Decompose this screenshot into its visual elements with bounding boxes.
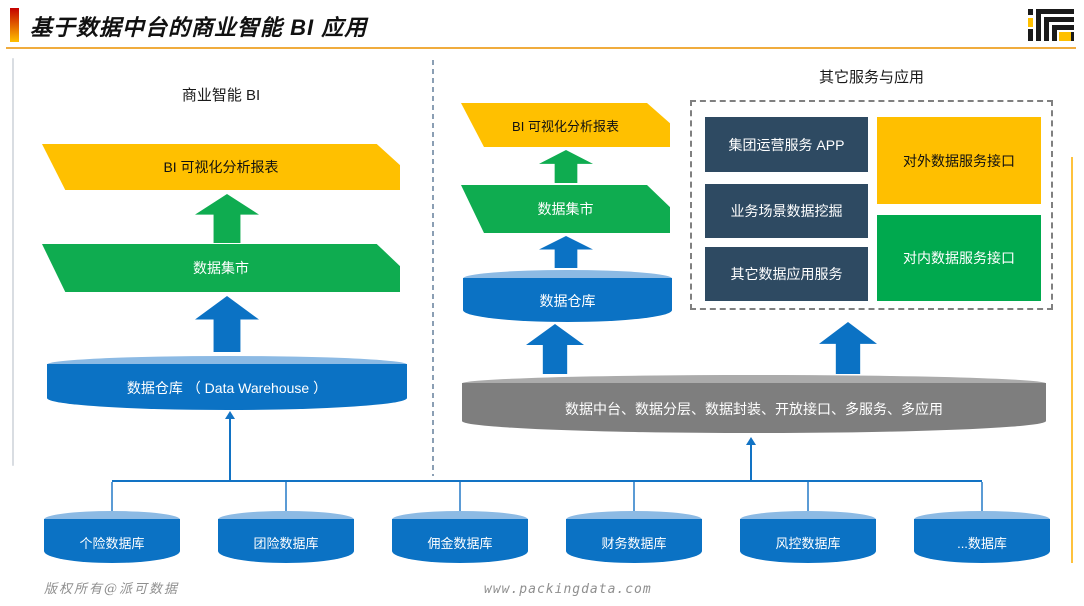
bi-mart-banner: 数据集市 — [42, 244, 400, 292]
external-api-box: 对外数据服务接口 — [877, 117, 1041, 204]
bus-drop-line — [285, 482, 287, 512]
arrow-up-blue-mid — [539, 236, 593, 268]
bi-report-banner: BI 可视化分析报表 — [42, 144, 400, 190]
service-other-box: 其它数据应用服务 — [705, 247, 868, 301]
bus-drop-line — [111, 482, 113, 512]
bi-warehouse-label: 数据仓库 （ Data Warehouse ） — [126, 380, 328, 396]
arrow-up-blue-left — [195, 296, 259, 352]
database-label: ...数据库 — [957, 535, 1007, 551]
database-label: 风控数据库 — [775, 535, 841, 551]
database-label: 财务数据库 — [601, 535, 667, 551]
mid-warehouse-cylinder: 数据仓库 — [463, 270, 672, 322]
mid-mart-banner: 数据集市 — [461, 185, 670, 233]
page-title: 基于数据中台的商业智能 BI 应用 — [30, 15, 368, 40]
database-label: 个险数据库 — [79, 535, 145, 551]
database-cylinder-commission: 佣金数据库 — [392, 511, 528, 563]
database-label: 佣金数据库 — [427, 535, 493, 551]
bus-drop-line — [633, 482, 635, 512]
service-mining-box: 业务场景数据挖掘 — [705, 184, 868, 238]
copyright-text: 版权所有@派可数据 — [44, 582, 180, 597]
paike-logo-icon — [1028, 9, 1074, 41]
mid-warehouse-label: 数据仓库 — [539, 293, 596, 309]
section-divider-dashed — [432, 60, 434, 476]
left-border-line — [12, 58, 14, 466]
database-cylinder-risk: 风控数据库 — [740, 511, 876, 563]
arrow-up-green-left — [195, 194, 259, 243]
internal-api-box: 对内数据服务接口 — [877, 215, 1041, 301]
services-dashed-box — [690, 100, 1053, 310]
bus-drop-line — [459, 482, 461, 512]
website-text: www.packingdata.com — [484, 582, 652, 597]
bus-drop-line — [807, 482, 809, 512]
service-group-app-box: 集团运营服务 APP — [705, 117, 868, 172]
database-label: 团险数据库 — [253, 535, 319, 551]
title-accent-bar — [10, 8, 19, 42]
database-bus-line — [112, 480, 982, 482]
bi-warehouse-cylinder: 数据仓库 （ Data Warehouse ） — [47, 356, 407, 410]
bi-section-title: 商业智能 BI — [181, 87, 261, 104]
arrow-up-blue-platform-left — [526, 324, 584, 374]
arrow-up-blue-platform-right — [819, 322, 877, 374]
database-cylinder-group: 团险数据库 — [218, 511, 354, 563]
data-platform-cylinder: 数据中台、数据分层、数据封装、开放接口、多服务、多应用 — [462, 375, 1046, 433]
database-cylinder-more: ...数据库 — [914, 511, 1050, 563]
mid-report-banner: BI 可视化分析报表 — [461, 103, 670, 147]
data-platform-label: 数据中台、数据分层、数据封装、开放接口、多服务、多应用 — [565, 401, 943, 417]
arrow-up-green-mid — [539, 150, 593, 183]
services-section-title: 其它服务与应用 — [818, 69, 924, 86]
title-underline — [6, 47, 1076, 49]
connector-arrow-to-platform — [745, 437, 757, 482]
database-cylinder-finance: 财务数据库 — [566, 511, 702, 563]
database-cylinder-individual: 个险数据库 — [44, 511, 180, 563]
connector-arrow-to-bi-warehouse — [224, 411, 236, 482]
right-border-line — [1071, 157, 1073, 563]
bus-drop-line — [981, 482, 983, 512]
